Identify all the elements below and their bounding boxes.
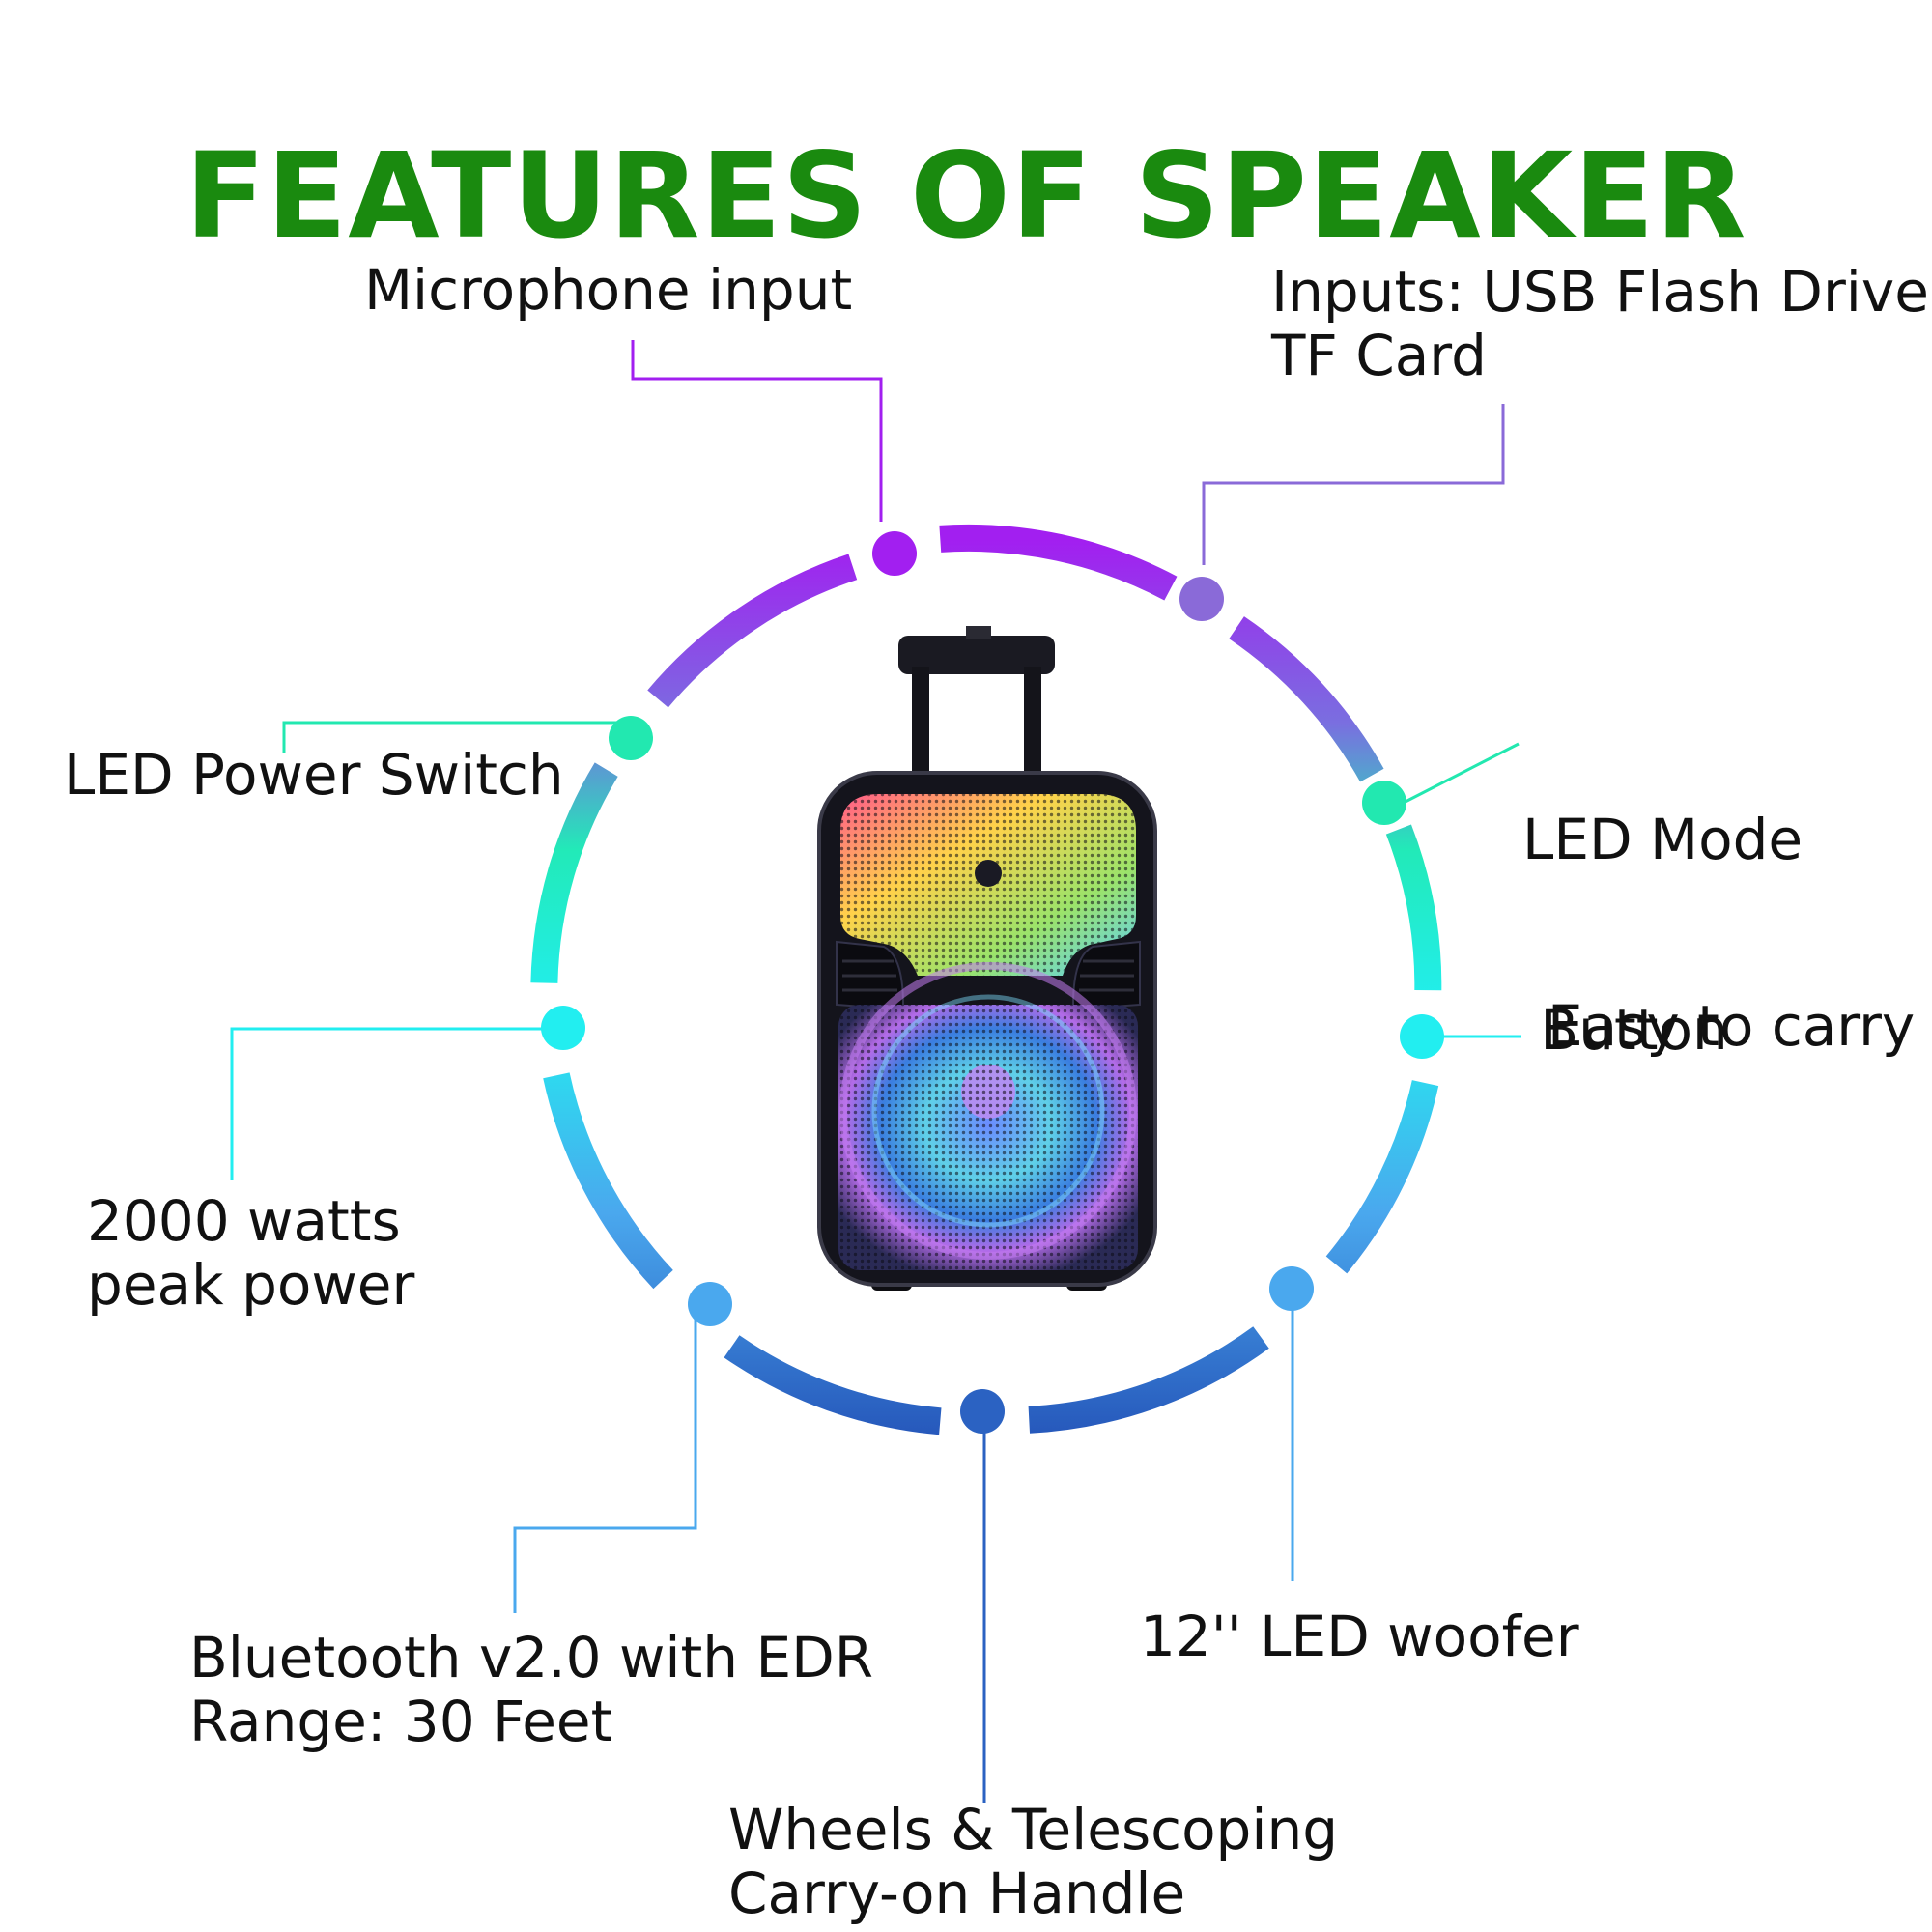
ring-arc <box>543 1072 673 1290</box>
label-wheels-handle: Wheels & Telescoping Carry-on Handle <box>728 1797 1339 1926</box>
dot-inputs <box>1179 577 1224 621</box>
dot-microphone <box>872 531 917 576</box>
label-led-woofer: 12'' LED woofer <box>1140 1604 1579 1669</box>
ring-arc <box>1325 1080 1439 1274</box>
leader-led-mode <box>1395 742 1520 809</box>
label-easy-to-carry: Easy to carry <box>1548 993 1916 1059</box>
label-bluetooth: Bluetooth v2.0 with EDR Range: 30 Feet <box>189 1625 874 1754</box>
label-peak-power: 2000 watts peak power <box>87 1188 415 1318</box>
page-title: FEATURES OF SPEAKER <box>185 127 1747 265</box>
dot-wheels <box>960 1389 1005 1434</box>
ring-arc <box>724 1335 942 1435</box>
ring <box>530 524 1442 1435</box>
tweeter <box>975 860 1002 887</box>
dot-led-mode <box>1362 781 1406 825</box>
label-led-power-switch: LED Power Switch <box>64 742 564 808</box>
ring-arc <box>939 524 1178 601</box>
dot-easy-carry <box>1400 1014 1444 1059</box>
ring-dots <box>541 531 1444 1434</box>
dot-bluetooth <box>688 1282 732 1326</box>
ring-arc <box>647 554 858 708</box>
vent-slats <box>842 959 1134 992</box>
leader-lines <box>230 340 1521 1803</box>
label-inputs: Inputs: USB Flash Drive TF Card <box>1271 259 1929 388</box>
leader-inputs <box>1202 404 1505 565</box>
label-led-mode-button: LED Mode Button <box>1522 807 1804 1063</box>
ring-arc <box>530 762 618 983</box>
woofer-ring <box>839 962 1137 1260</box>
leader-peak-power <box>230 1027 548 1180</box>
dot-peak-power <box>541 1006 585 1050</box>
leader-bluetooth <box>513 1302 697 1613</box>
speaker-icon <box>817 626 1157 1291</box>
ring-arc <box>1028 1326 1269 1434</box>
leader-microphone <box>631 340 883 522</box>
dot-led-power <box>609 716 653 760</box>
label-microphone-input: Microphone input <box>364 257 853 323</box>
ring-arc <box>1385 824 1442 991</box>
handle-grip <box>898 636 1055 674</box>
dot-woofer <box>1269 1266 1314 1311</box>
ring-arc <box>1229 616 1384 782</box>
